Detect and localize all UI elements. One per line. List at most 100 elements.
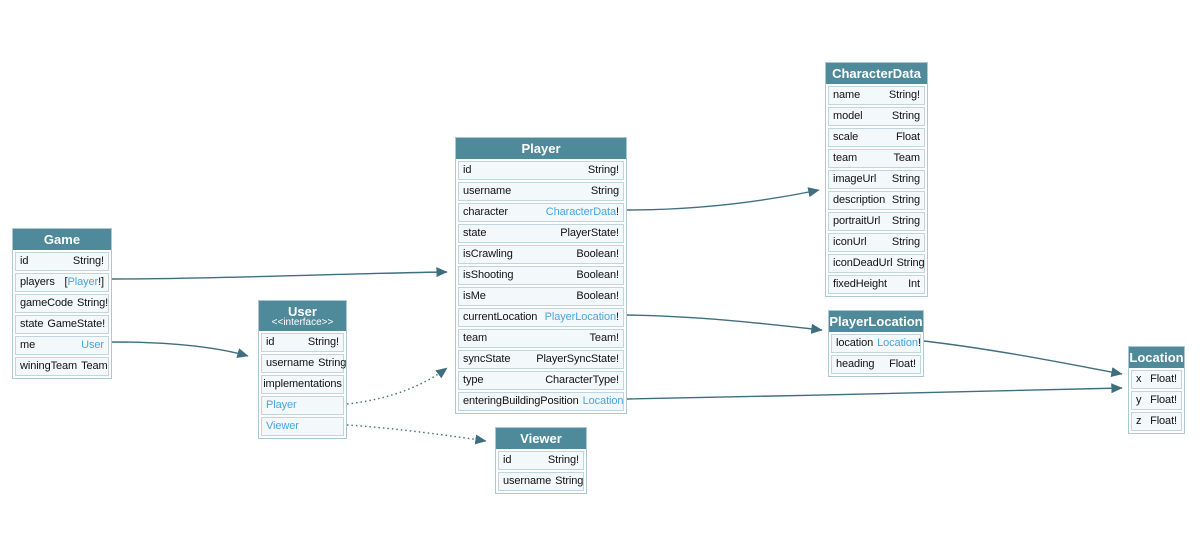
arrow-player-currentlocation-to-playerlocation [626, 314, 823, 334]
field-type: String [892, 171, 920, 188]
field-name[interactable]: Viewer [266, 420, 299, 432]
field-name: team [463, 332, 488, 344]
field-type: Float! [1150, 413, 1177, 430]
type-link[interactable]: Player [67, 276, 99, 288]
type-text: String [555, 475, 584, 487]
field-name: isCrawling [463, 248, 513, 260]
field-type[interactable]: CharacterData! [546, 204, 619, 221]
table-title: User [288, 304, 317, 319]
field-name: portraitUrl [833, 215, 881, 227]
field-type[interactable]: Location [583, 393, 624, 410]
field-row-characterdata-model[interactable]: model String [828, 107, 925, 126]
table-header-user[interactable]: User<<interface>> [259, 301, 346, 331]
field-type[interactable]: Location! [877, 335, 921, 352]
field-type: Float! [889, 356, 916, 373]
field-type[interactable]: User [81, 337, 104, 354]
field-row-player-isMe[interactable]: isMe Boolean! [458, 287, 624, 306]
type-text: String [891, 110, 920, 122]
field-name: isMe [463, 290, 486, 302]
table-title: PlayerLocation [829, 314, 923, 329]
type-link[interactable]: PlayerLocation [544, 311, 617, 323]
field-row-player-character[interactable]: character CharacterData! [458, 203, 624, 222]
field-type: Float! [1150, 371, 1177, 388]
field-type: String! [588, 162, 619, 179]
field-row-player-currentLocation[interactable]: currentLocation PlayerLocation! [458, 308, 624, 327]
field-row-location-x[interactable]: x Float! [1131, 370, 1182, 389]
type-link[interactable]: Location [582, 395, 624, 407]
field-type[interactable]: PlayerLocation! [545, 309, 619, 326]
field-name: scale [833, 131, 859, 143]
field-row-user-Viewer[interactable]: Viewer [261, 417, 344, 436]
field-name: imageUrl [833, 173, 877, 185]
table-title: CharacterData [832, 66, 921, 81]
type-text: Float! [1150, 394, 1177, 406]
type-text: String! [888, 89, 920, 101]
field-row-user-implementations[interactable]: implementations [261, 375, 344, 394]
field-name: state [20, 318, 44, 330]
table-header-playerlocation[interactable]: PlayerLocation [829, 311, 923, 332]
field-row-characterdata-name[interactable]: name String! [828, 86, 925, 105]
table-header-game[interactable]: Game [13, 229, 111, 250]
type-text: String! [307, 336, 339, 348]
field-name[interactable]: Player [266, 399, 297, 411]
type-link[interactable]: Location [877, 337, 918, 349]
field-name: model [833, 110, 863, 122]
field-name: winingTeam [20, 360, 78, 372]
type-text: Int [908, 278, 920, 290]
field-type: Boolean! [576, 288, 619, 305]
type-text: String [318, 357, 347, 369]
table-header-characterdata[interactable]: CharacterData [826, 63, 927, 84]
field-row-characterdata-fixedHeight[interactable]: fixedHeight Int [828, 275, 925, 294]
table-header-viewer[interactable]: Viewer [496, 428, 586, 449]
table-header-player[interactable]: Player [456, 138, 626, 159]
type-text: String! [587, 164, 619, 176]
field-row-game-players[interactable]: players [Player!] [15, 273, 109, 292]
type-link[interactable]: CharacterData [545, 206, 617, 218]
field-type: String [892, 234, 920, 251]
field-type[interactable]: [Player!] [65, 274, 105, 291]
table-header-location[interactable]: Location [1129, 347, 1184, 368]
field-name: players [20, 276, 55, 288]
field-type: PlayerSyncState! [536, 351, 619, 368]
type-link[interactable]: User [81, 339, 104, 351]
field-name: currentLocation [463, 311, 538, 323]
type-text: Team [81, 360, 108, 372]
field-name: character [463, 206, 508, 218]
field-type: String! [77, 295, 108, 312]
field-name: x [1136, 373, 1142, 385]
field-type: String [555, 473, 583, 490]
field-row-characterdata-imageUrl[interactable]: imageUrl String [828, 170, 925, 189]
field-row-user-Player[interactable]: Player [261, 396, 344, 415]
field-name: name [833, 89, 861, 101]
field-name: fixedHeight [833, 278, 887, 290]
